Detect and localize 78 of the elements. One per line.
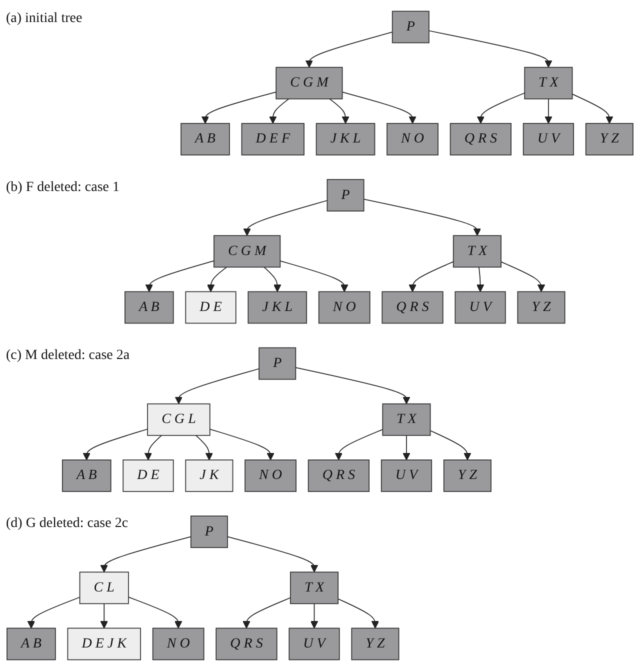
node-box: J K L — [248, 291, 308, 324]
node-box: C G M — [214, 235, 281, 268]
arrow — [428, 30, 552, 68]
arrow — [402, 434, 410, 460]
arrow — [305, 32, 393, 68]
arrow — [329, 98, 350, 124]
arrow — [174, 368, 260, 404]
node-box: Y Z — [443, 460, 492, 492]
arrow — [264, 266, 282, 292]
arrow — [342, 92, 416, 124]
node-box: T X — [382, 403, 431, 436]
panel-caption: (b) F deleted: case 1 — [6, 180, 120, 196]
node-box: A B — [62, 460, 112, 492]
arrow — [242, 597, 291, 629]
arrow — [338, 598, 380, 629]
arrow — [310, 603, 318, 629]
arrow — [128, 596, 182, 629]
arrow — [295, 367, 410, 404]
arrow — [500, 261, 546, 292]
node-box: N O — [318, 291, 370, 324]
node-box: N O — [152, 628, 204, 660]
arrow — [269, 98, 290, 124]
node-box: P — [326, 179, 364, 212]
panel-caption: (a) initial tree — [6, 11, 82, 28]
node-box: Y Z — [585, 122, 634, 156]
arrow — [243, 200, 328, 236]
node-box: N O — [244, 460, 296, 492]
panel-caption: (d) G deleted: case 2c — [6, 516, 128, 532]
node-box: A B — [124, 291, 174, 324]
node-box: D E — [185, 291, 236, 324]
arrow — [195, 434, 214, 460]
node-box: U V — [380, 460, 432, 492]
arrow — [544, 98, 552, 124]
arrow — [100, 536, 192, 572]
node-box: Q R S — [216, 628, 278, 660]
node-box: D E — [122, 460, 174, 492]
arrow — [476, 266, 484, 292]
arrow — [144, 434, 162, 460]
arrow — [363, 198, 482, 236]
node-box: Q R S — [308, 460, 370, 492]
arrow — [100, 603, 108, 629]
node-box: D E J K — [67, 628, 141, 660]
arrow — [280, 260, 348, 292]
node-box: C G M — [276, 66, 343, 100]
node-box: A B — [180, 122, 230, 156]
arrow — [206, 266, 228, 292]
node-box: N O — [386, 122, 438, 156]
node-box: T X — [290, 572, 339, 604]
arrow — [408, 261, 454, 292]
node-box: C G L — [147, 403, 210, 436]
arrow — [476, 92, 526, 124]
node-box: U V — [522, 122, 574, 156]
node-box: P — [190, 516, 228, 548]
arrow — [430, 430, 472, 460]
node-box: J K L — [316, 122, 376, 156]
node-box: Y Z — [351, 628, 400, 660]
arrow — [334, 429, 384, 460]
node-box: P — [392, 10, 430, 44]
arrow — [572, 94, 614, 124]
node-box: J K — [185, 460, 234, 492]
node-box: U V — [288, 628, 340, 660]
node-box: Q R S — [450, 122, 512, 156]
panel-caption: (c) M deleted: case 2a — [6, 348, 130, 364]
node-box: C L — [79, 572, 129, 604]
node-box: T X — [524, 66, 573, 100]
node-box: U V — [454, 291, 506, 324]
node-box: D E F — [241, 122, 304, 156]
node-box: P — [258, 347, 296, 380]
arrow — [27, 596, 80, 629]
arrow — [145, 260, 214, 292]
arrow — [201, 92, 277, 124]
arrow — [209, 428, 274, 460]
arrow — [227, 536, 318, 572]
node-box: Y Z — [517, 291, 566, 324]
arrow — [82, 428, 148, 460]
node-box: T X — [452, 235, 502, 268]
node-box: Q R S — [382, 291, 444, 324]
node-box: A B — [6, 628, 56, 660]
